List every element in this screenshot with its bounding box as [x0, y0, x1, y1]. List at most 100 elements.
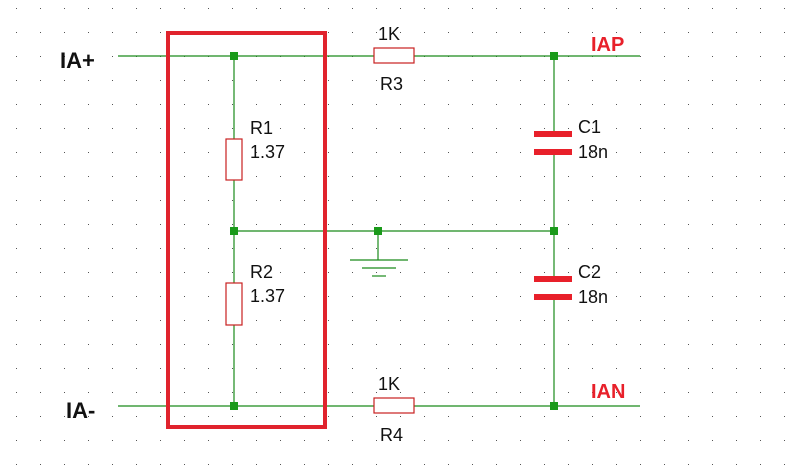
grid-dot — [136, 104, 137, 105]
grid-dot — [256, 248, 257, 249]
grid-dot — [712, 176, 713, 177]
grid-dot — [616, 296, 617, 297]
grid-dot — [112, 392, 113, 393]
grid-dot — [112, 344, 113, 345]
grid-dot — [640, 8, 641, 9]
grid-dot — [472, 8, 473, 9]
highlight-box — [166, 31, 327, 429]
grid-dot — [640, 32, 641, 33]
grid-dot — [496, 176, 497, 177]
capacitor-c2[interactable] — [534, 276, 572, 300]
r3-value-label: 1K — [378, 24, 400, 44]
grid-dot — [352, 440, 353, 441]
grid-dot — [496, 464, 497, 465]
grid-dot — [376, 440, 377, 441]
grid-dot — [568, 344, 569, 345]
grid-dot — [184, 8, 185, 9]
grid-dot — [280, 296, 281, 297]
grid-dot — [616, 344, 617, 345]
ground-icon — [350, 259, 408, 277]
grid-dot — [208, 200, 209, 201]
grid-dot — [592, 200, 593, 201]
grid-dot — [736, 176, 737, 177]
grid-dot — [208, 8, 209, 9]
grid-dot — [592, 224, 593, 225]
grid-dot — [496, 152, 497, 153]
grid-dot — [16, 8, 17, 9]
grid-dot — [232, 224, 233, 225]
grid-dot — [352, 464, 353, 465]
grid-dot — [184, 176, 185, 177]
grid-dot — [136, 440, 137, 441]
grid-dot — [712, 464, 713, 465]
junctions — [230, 52, 558, 410]
grid-dot — [328, 272, 329, 273]
grid-dot — [64, 392, 65, 393]
grid-dot — [256, 368, 257, 369]
grid-dot — [232, 272, 233, 273]
grid-dot — [280, 152, 281, 153]
grid-dot — [784, 296, 785, 297]
grid-dot — [664, 440, 665, 441]
resistor-r4[interactable] — [373, 397, 415, 414]
resistor-r1[interactable] — [225, 138, 243, 181]
grid-dot — [160, 8, 161, 9]
grid-dot — [400, 80, 401, 81]
grid-dot — [712, 344, 713, 345]
grid-dot — [592, 272, 593, 273]
grid-dot — [400, 224, 401, 225]
grid-dot — [184, 224, 185, 225]
grid-dot — [448, 344, 449, 345]
grid-dot — [592, 248, 593, 249]
grid-dot — [400, 200, 401, 201]
grid-dot — [112, 104, 113, 105]
grid-dot — [448, 320, 449, 321]
grid-dot — [448, 128, 449, 129]
grid-dot — [424, 152, 425, 153]
grid-dot — [496, 8, 497, 9]
grid-dot — [688, 416, 689, 417]
grid-dot — [448, 8, 449, 9]
grid-dot — [328, 224, 329, 225]
junction-dot — [550, 402, 558, 410]
grid-dot — [40, 248, 41, 249]
capacitor-c1[interactable] — [534, 131, 572, 155]
grid-dot — [760, 80, 761, 81]
grid-dot — [568, 128, 569, 129]
grid-dot — [160, 176, 161, 177]
grid-dot — [64, 344, 65, 345]
grid-dot — [112, 224, 113, 225]
grid-dot — [520, 152, 521, 153]
grid-dot — [760, 104, 761, 105]
grid-dot — [736, 152, 737, 153]
grid-dot — [472, 128, 473, 129]
grid-dot — [328, 32, 329, 33]
grid-dot — [64, 296, 65, 297]
grid-dot — [160, 416, 161, 417]
grid-dot — [664, 128, 665, 129]
grid-dot — [88, 272, 89, 273]
grid-dot — [544, 248, 545, 249]
grid-dot — [472, 392, 473, 393]
grid-dot — [304, 104, 305, 105]
grid-dot — [64, 464, 65, 465]
grid-dot — [88, 440, 89, 441]
grid-dot — [376, 200, 377, 201]
resistor-r3[interactable] — [373, 47, 415, 64]
grid-dot — [328, 344, 329, 345]
grid-dot — [664, 368, 665, 369]
grid-dot — [760, 224, 761, 225]
grid-dot — [712, 320, 713, 321]
grid-dot — [544, 272, 545, 273]
grid-dot — [208, 80, 209, 81]
grid-dot — [16, 80, 17, 81]
grid-dot — [208, 104, 209, 105]
grid-dot — [112, 320, 113, 321]
grid-dot — [40, 464, 41, 465]
grid-dot — [280, 416, 281, 417]
resistor-r2[interactable] — [225, 282, 243, 326]
grid-dot — [160, 344, 161, 345]
grid-dot — [184, 104, 185, 105]
grid-dot — [568, 8, 569, 9]
grid-dot — [232, 440, 233, 441]
